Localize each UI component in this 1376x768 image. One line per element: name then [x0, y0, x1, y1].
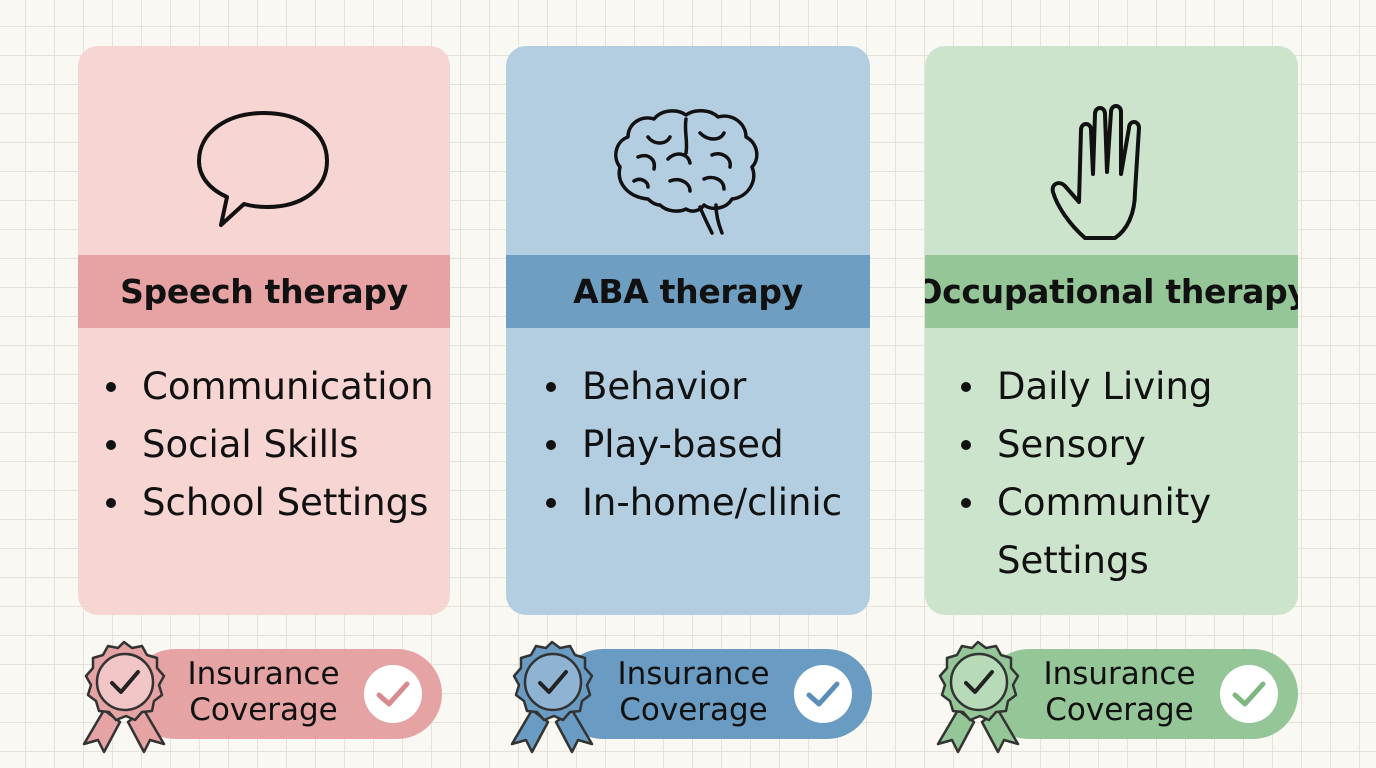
- card-title: Speech therapy: [78, 255, 450, 328]
- list-item: In-home/clinic: [546, 474, 842, 532]
- feature-list: Communication Social Skills School Setti…: [106, 358, 434, 532]
- hand-icon: [925, 96, 1298, 246]
- award-ribbon-icon: [510, 640, 594, 754]
- list-item: Communication: [106, 358, 434, 416]
- award-ribbon-icon: [936, 640, 1020, 754]
- badge-label: Insurance Coverage: [1043, 656, 1196, 728]
- feature-list: Behavior Play-based In-home/clinic: [546, 358, 842, 532]
- insurance-badge-ot: Insurance Coverage: [932, 640, 1298, 755]
- list-item: Play-based: [546, 416, 842, 474]
- list-item: Daily Living: [961, 358, 1212, 416]
- card-title: ABA therapy: [506, 255, 870, 328]
- aba-therapy-card: ABA therapy Behavior Play-based In-home/…: [506, 46, 870, 615]
- brain-icon: [506, 96, 870, 246]
- checkmark-icon: [1220, 665, 1278, 723]
- card-title: Occupational therapy: [925, 255, 1298, 328]
- list-item: School Settings: [106, 474, 434, 532]
- speech-bubble-icon: [78, 96, 450, 246]
- award-ribbon-icon: [82, 640, 166, 754]
- occupational-therapy-card: Occupational therapy Daily Living Sensor…: [925, 46, 1298, 615]
- list-item-continuation: Settings: [997, 539, 1149, 582]
- insurance-badge-aba: Insurance Coverage: [506, 640, 872, 755]
- badge-label: Insurance Coverage: [617, 656, 770, 728]
- speech-therapy-card: Speech therapy Communication Social Skil…: [78, 46, 450, 615]
- insurance-badge-speech: Insurance Coverage: [78, 640, 444, 755]
- checkmark-icon: [794, 665, 852, 723]
- feature-list: Daily Living Sensory Community Settings: [961, 358, 1212, 590]
- list-item: Social Skills: [106, 416, 434, 474]
- badge-label: Insurance Coverage: [187, 656, 340, 728]
- list-item: Behavior: [546, 358, 842, 416]
- checkmark-icon: [364, 665, 422, 723]
- list-item: Community: [961, 474, 1212, 532]
- list-item: Sensory: [961, 416, 1212, 474]
